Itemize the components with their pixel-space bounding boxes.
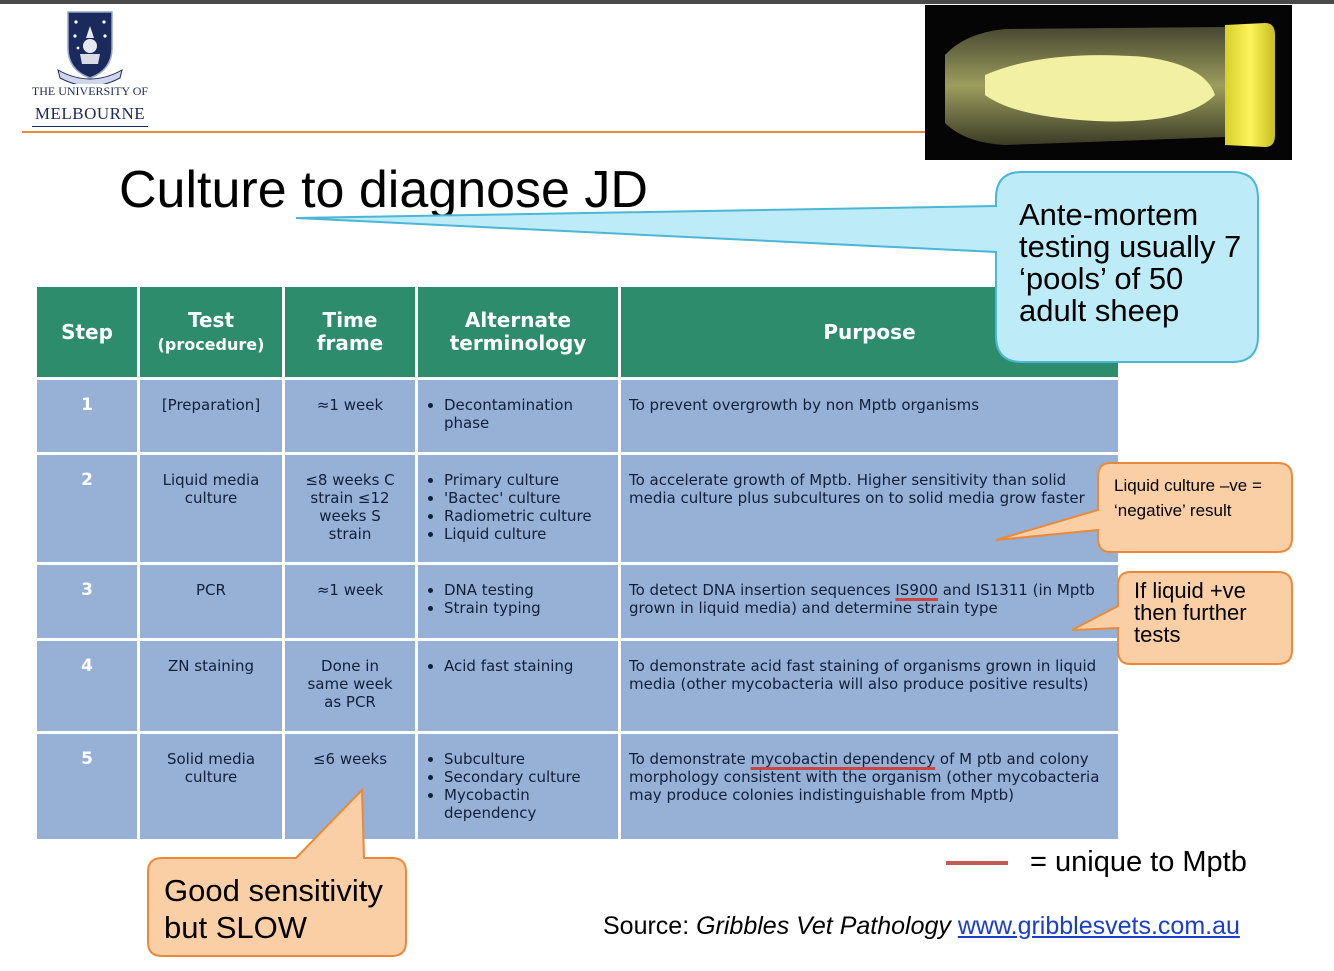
row-test: Liquid media culture [137, 452, 285, 565]
list-item: Radiometric culture [444, 507, 610, 525]
row-purpose: To accelerate growth of Mptb. Higher sen… [618, 452, 1121, 565]
row-alternate: DNA testing Strain typing [415, 562, 621, 641]
culture-steps-table: Step Test(procedure) Time frame Alternat… [34, 284, 1121, 842]
source-name: Gribbles Vet Pathology [696, 912, 951, 940]
header-rule [22, 131, 926, 133]
header-alternate: Alternate terminology [415, 284, 621, 380]
good-sensitivity-callout: Good sensitivity but SLOW [164, 873, 383, 945]
header-time: Time frame [282, 284, 418, 380]
liquid-positive-callout: If liquid +ve then further tests [1134, 578, 1247, 647]
row-time: Done in same week as PCR [282, 638, 418, 734]
list-item: Decontamination phase [444, 396, 610, 432]
row-step: 5 [34, 731, 140, 842]
source-label: Source: [603, 912, 697, 940]
logo-line-2: MELBOURNE [34, 104, 146, 123]
header-test: Test(procedure) [137, 284, 285, 380]
table-row: 1 [Preparation] ≈1 week Decontamination … [34, 377, 1121, 455]
unique-highlight: IS900 [895, 581, 938, 599]
list-item: Liquid culture [444, 525, 610, 543]
crest-icon [57, 11, 123, 87]
culture-tube-photo [925, 5, 1292, 160]
row-test: Solid media culture [137, 731, 285, 842]
list-item: Strain typing [444, 599, 610, 617]
row-purpose: To detect DNA insertion sequences IS900 … [618, 562, 1121, 641]
row-step: 2 [34, 452, 140, 565]
university-logo: THE UNIVERSITY OF MELBOURNE [28, 8, 152, 127]
header-test-sub: (procedure) [157, 334, 265, 354]
list-item: Subculture [444, 750, 610, 768]
ante-mortem-callout: Ante-mortem testing usually 7 ‘pools’ of… [1019, 197, 1242, 328]
row-test: [Preparation] [137, 377, 285, 455]
table-header-row: Step Test(procedure) Time frame Alternat… [34, 284, 1121, 380]
row-time: ≈1 week [282, 377, 418, 455]
liquid-negative-callout: Liquid culture –ve = ‘negative’ result [1114, 476, 1262, 520]
list-item: Mycobactin dependency [444, 786, 610, 822]
list-item: Primary culture [444, 471, 610, 489]
row-time: ≤6 weeks [282, 731, 418, 842]
row-alternate: Acid fast staining [415, 638, 621, 734]
top-border [0, 0, 1334, 4]
legend-swatch [946, 861, 1008, 865]
list-item: Secondary culture [444, 768, 610, 786]
row-alternate: Primary culture 'Bactec' culture Radiome… [415, 452, 621, 565]
row-purpose: To demonstrate mycobactin dependency of … [618, 731, 1121, 842]
legend-text: = unique to Mptb [1030, 846, 1247, 878]
table-row: 4 ZN staining Done in same week as PCR A… [34, 638, 1121, 734]
row-purpose: To prevent overgrowth by non Mptb organi… [618, 377, 1121, 455]
unique-highlight: mycobactin dependency [750, 750, 936, 768]
header-step: Step [34, 284, 140, 380]
table-row: 3 PCR ≈1 week DNA testing Strain typing … [34, 562, 1121, 641]
row-step: 3 [34, 562, 140, 641]
source-citation: Source: Gribbles Vet Pathology www.gribb… [603, 912, 1240, 941]
logo-line-1: THE UNIVERSITY OF [31, 84, 149, 98]
row-test: ZN staining [137, 638, 285, 734]
row-step: 4 [34, 638, 140, 734]
list-item: DNA testing [444, 581, 610, 599]
source-link[interactable]: www.gribblesvets.com.au [957, 912, 1240, 940]
row-time: ≤8 weeks C strain ≤12 weeks S strain [282, 452, 418, 565]
table-row: 5 Solid media culture ≤6 weeks Subcultur… [34, 731, 1121, 842]
table-row: 2 Liquid media culture ≤8 weeks C strain… [34, 452, 1121, 565]
row-purpose: To demonstrate acid fast staining of org… [618, 638, 1121, 734]
row-time: ≈1 week [282, 562, 418, 641]
row-alternate: Subculture Secondary culture Mycobactin … [415, 731, 621, 842]
row-alternate: Decontamination phase [415, 377, 621, 455]
list-item: Acid fast staining [444, 657, 610, 675]
row-test: PCR [137, 562, 285, 641]
row-step: 1 [34, 377, 140, 455]
list-item: 'Bactec' culture [444, 489, 610, 507]
slide-title: Culture to diagnose JD [119, 161, 648, 219]
logo-rule [32, 126, 148, 127]
